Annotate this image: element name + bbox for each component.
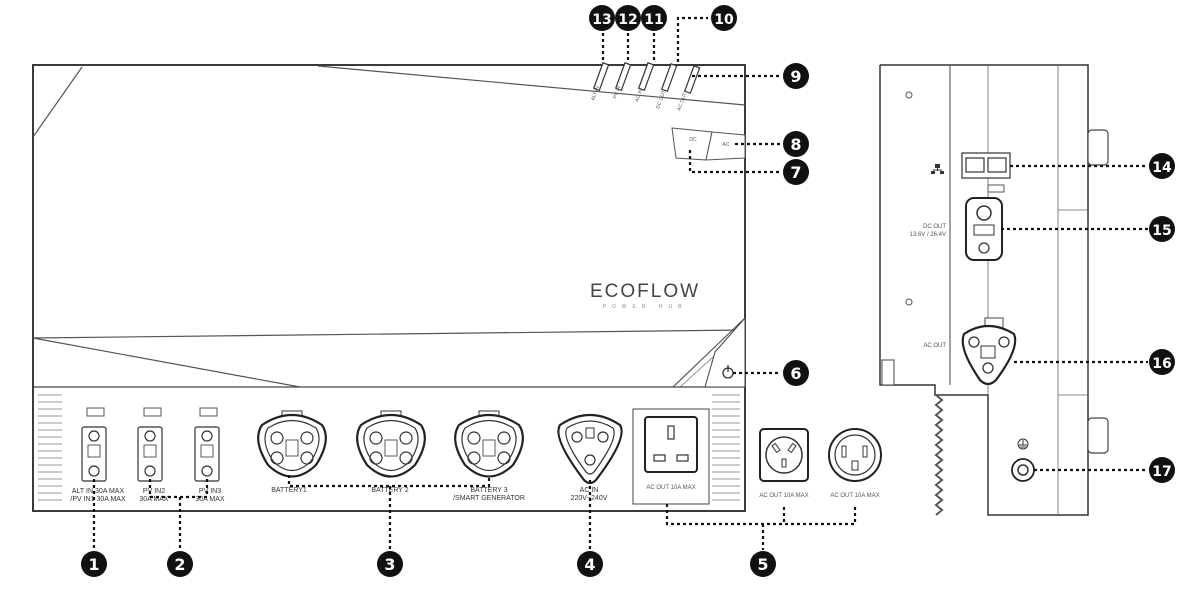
callout-badge-16: 16 xyxy=(1149,349,1175,375)
label-ac-out-au: AC OUT 10A MAX xyxy=(759,493,808,499)
label-ac-out-uk: AC OUT 10A MAX xyxy=(646,485,695,491)
ac-out-au-socket xyxy=(759,428,809,482)
svg-text:6: 6 xyxy=(790,364,801,383)
svg-text:15: 15 xyxy=(1152,223,1171,239)
label-pv-in2-2: 30A MAX xyxy=(139,496,169,503)
label-pv-in3-2: 30A MAX xyxy=(195,496,225,503)
label-battery2: BATTERY 2 xyxy=(371,487,408,494)
svg-text:11: 11 xyxy=(644,12,663,28)
ground-icon xyxy=(1017,438,1029,450)
label-battery3-1: BATTERY 3 xyxy=(470,487,507,494)
svg-text:16: 16 xyxy=(1152,356,1171,372)
svg-text:5: 5 xyxy=(757,555,768,574)
pv-in3-port xyxy=(194,426,220,482)
power-hub-logo-sub: POWER HUB xyxy=(603,304,688,310)
svg-text:12: 12 xyxy=(618,12,637,28)
battery3-port xyxy=(454,410,524,478)
label-dc-out-1: DC OUT xyxy=(923,224,946,230)
callout-badge-6: 6 xyxy=(783,360,809,386)
ac-switch: AC xyxy=(705,131,746,161)
ac-out-side-port xyxy=(961,317,1017,386)
svg-text:13: 13 xyxy=(592,12,611,28)
battery1-port xyxy=(257,410,327,478)
label-ac-out-twist: AC OUT 10A MAX xyxy=(830,493,879,499)
callout-badge-3: 3 xyxy=(377,551,403,577)
side-panel-unit: DC OUT 13.6V / 26.4V AC OUT xyxy=(879,64,1109,516)
callout-badge-5: 5 xyxy=(750,551,776,577)
label-alt-in-1: ALT IN 30A MAX xyxy=(72,488,125,495)
label-dc-out-2: 13.6V / 26.4V xyxy=(910,232,946,238)
svg-text:10: 10 xyxy=(714,12,734,28)
svg-text:17: 17 xyxy=(1152,464,1171,480)
indicator-label-ac-in: AC IN xyxy=(634,88,644,103)
ground-terminal xyxy=(1011,458,1035,482)
svg-text:4: 4 xyxy=(584,555,595,574)
pv-in2-port xyxy=(137,426,163,482)
callout-badge-2: 2 xyxy=(167,551,193,577)
callout-badge-14: 14 xyxy=(1149,153,1175,179)
callout-badge-17: 17 xyxy=(1149,457,1175,483)
vent-grille-left xyxy=(38,394,62,501)
battery2-port xyxy=(356,410,426,478)
ecoflow-logo: ECOFLOW xyxy=(590,281,700,302)
svg-text:7: 7 xyxy=(790,163,801,182)
callout-badge-12: 12 xyxy=(615,5,641,31)
dc-switch: DC xyxy=(671,127,713,161)
leader-lines xyxy=(92,16,1148,550)
callout-badge-8: 8 xyxy=(783,131,809,157)
indicator-light-pv-in: PV IN xyxy=(612,62,632,100)
label-battery3-2: /SMART GENERATOR xyxy=(453,495,525,502)
label-alt-in-2: /PV IN1 30A MAX xyxy=(70,496,126,503)
ac-switch-label: AC xyxy=(723,142,730,148)
callout-badges: 1 2 3 4 5 6 7 8 9 10 11 12 13 14 15 16 1… xyxy=(81,5,1175,577)
svg-text:1: 1 xyxy=(88,555,99,574)
label-ac-in-1: AC IN xyxy=(580,487,599,494)
ac-in-port xyxy=(557,414,623,485)
svg-text:2: 2 xyxy=(174,555,185,574)
label-pv-in3-1: PV IN3 xyxy=(199,488,221,495)
ac-out-uk-socket xyxy=(632,408,710,505)
indicator-light-alt-in: ALT IN xyxy=(590,62,610,102)
svg-text:9: 9 xyxy=(790,67,801,86)
label-battery1: BATTERY1 xyxy=(271,487,307,494)
indicator-light-ac-in: AC IN xyxy=(634,62,655,103)
rj45-ports xyxy=(961,152,1011,179)
callout-badge-13: 13 xyxy=(589,5,615,31)
svg-text:14: 14 xyxy=(1152,160,1172,176)
callout-badge-1: 1 xyxy=(81,551,107,577)
dc-out-port xyxy=(965,197,1003,261)
label-ac-out-side: AC OUT xyxy=(923,343,946,349)
ac-out-twist-socket xyxy=(828,428,882,482)
alt-in-port xyxy=(81,426,107,482)
front-panel-unit: ECOFLOW POWER HUB ALT IN PV IN AC IN DC … xyxy=(32,62,746,512)
svg-text:8: 8 xyxy=(790,135,801,154)
vent-grille-right xyxy=(712,394,740,501)
dc-switch-label: DC xyxy=(689,137,697,143)
label-pv-in2-1: PV IN2 xyxy=(143,488,165,495)
callout-badge-11: 11 xyxy=(641,5,667,31)
callout-badge-4: 4 xyxy=(577,551,603,577)
network-icon xyxy=(931,164,944,174)
svg-text:3: 3 xyxy=(384,555,395,574)
callout-badge-15: 15 xyxy=(1149,216,1175,242)
callout-badge-7: 7 xyxy=(783,159,809,185)
indicator-label-alt-in: ALT IN xyxy=(590,85,601,102)
indicator-label-pv-in: PV IN xyxy=(612,85,622,100)
callout-badge-10: 10 xyxy=(711,5,737,31)
callout-badge-9: 9 xyxy=(783,63,809,89)
